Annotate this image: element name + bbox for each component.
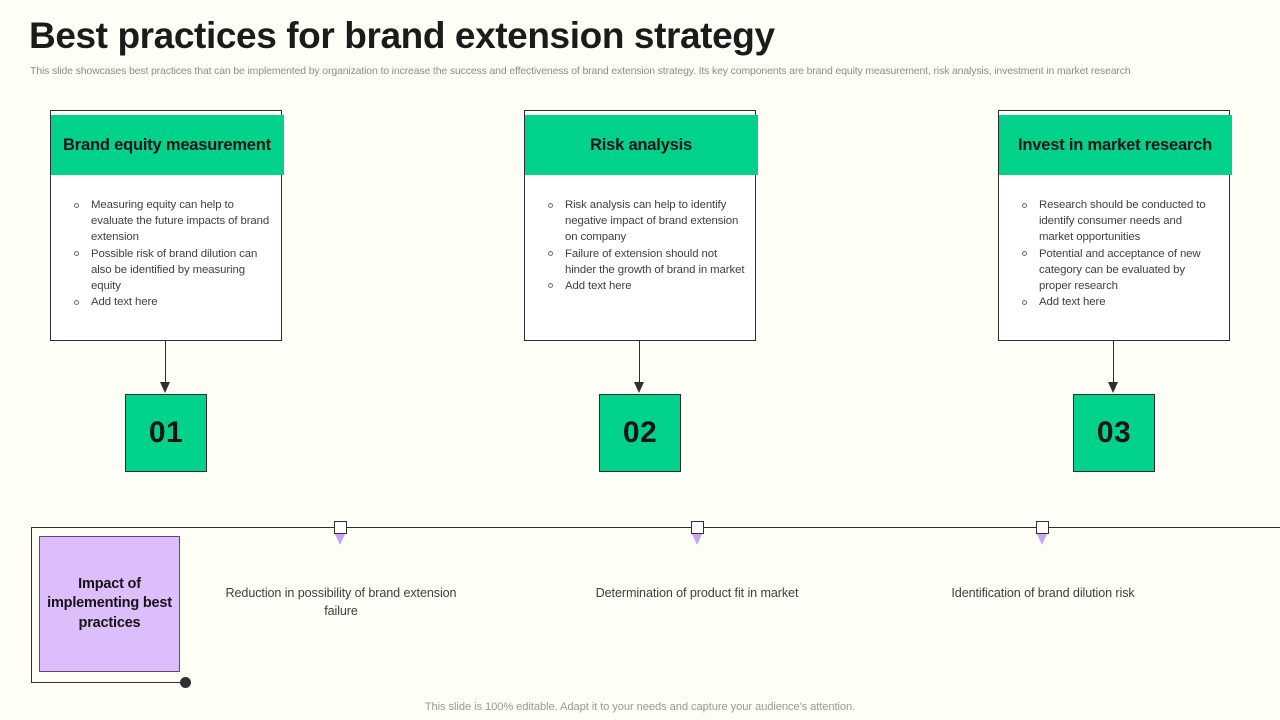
list-item[interactable]: Add text here [539, 278, 745, 294]
page-title: Best practices for brand extension strat… [29, 15, 775, 56]
frame-end-dot-icon [180, 677, 191, 688]
timeline-axis [31, 527, 1280, 529]
impact-frame [31, 527, 186, 683]
list-item: Failure of extension should not hinder t… [539, 246, 745, 278]
marker-triangle-icon [1037, 534, 1047, 545]
timeline-marker-icon[interactable] [334, 521, 347, 545]
step-number-box[interactable]: 01 [125, 394, 207, 472]
card-body: Measuring equity can help to evaluate th… [51, 183, 283, 310]
arrow-shaft [165, 341, 167, 385]
list-item: Potential and acceptance of new category… [1013, 246, 1219, 295]
arrow-head [160, 382, 171, 393]
card-title: Risk analysis [590, 135, 692, 154]
list-item[interactable]: Add text here [65, 294, 271, 310]
impact-label: Impact of implementing best practices [47, 576, 172, 631]
card-body: Risk analysis can help to identify negat… [525, 183, 757, 294]
step-number-label: 03 [1096, 416, 1132, 449]
card-bullet-list: Risk analysis can help to identify negat… [539, 197, 745, 294]
timeline-label: Identification of brand dilution risk [951, 586, 1135, 600]
step-number-label: 01 [148, 416, 184, 449]
step-number-label: 02 [622, 416, 658, 449]
practice-card[interactable]: Brand equity measurement Measuring equit… [50, 110, 284, 341]
list-item: Risk analysis can help to identify negat… [539, 197, 745, 246]
card-title: Invest in market research [1017, 135, 1213, 154]
arrow-shaft [639, 341, 641, 385]
list-item: Possible risk of brand dilution can also… [65, 246, 271, 295]
arrow-shaft [1113, 341, 1115, 385]
timeline-label: Reduction in possibility of brand extens… [225, 586, 457, 618]
arrow-head [1108, 382, 1119, 393]
footer-note: This slide is 100% editable. Adapt it to… [424, 701, 856, 713]
down-arrow-icon [159, 341, 173, 393]
card-body: Research should be conducted to identify… [999, 183, 1231, 310]
practice-card[interactable]: Invest in market research Research shoul… [998, 110, 1232, 341]
card-header: Invest in market research [998, 115, 1232, 175]
card-bullet-list: Measuring equity can help to evaluate th… [65, 197, 271, 310]
timeline-marker-icon[interactable] [691, 521, 704, 545]
step-number-box[interactable]: 02 [599, 394, 681, 472]
marker-square-icon [691, 521, 704, 534]
marker-triangle-icon [692, 534, 702, 545]
card-header: Risk analysis [524, 115, 758, 175]
arrow-head [634, 382, 645, 393]
step-number-box[interactable]: 03 [1073, 394, 1155, 472]
timeline-marker-icon[interactable] [1036, 521, 1049, 545]
marker-triangle-icon [335, 534, 345, 545]
down-arrow-icon [633, 341, 647, 393]
card-title: Brand equity measurement [63, 135, 271, 154]
card-header: Brand equity measurement [50, 115, 284, 175]
card-bullet-list: Research should be conducted to identify… [1013, 197, 1219, 310]
practice-card[interactable]: Risk analysis Risk analysis can help to … [524, 110, 758, 341]
marker-square-icon [334, 521, 347, 534]
marker-square-icon [1036, 521, 1049, 534]
list-item: Research should be conducted to identify… [1013, 197, 1219, 246]
list-item[interactable]: Add text here [1013, 294, 1219, 310]
down-arrow-icon [1107, 341, 1121, 393]
impact-box[interactable]: Impact of implementing best practices [39, 536, 180, 672]
timeline-label: Determination of product fit in market [595, 586, 799, 600]
page-subtitle: This slide showcases best practices that… [30, 65, 1131, 77]
list-item: Measuring equity can help to evaluate th… [65, 197, 271, 246]
